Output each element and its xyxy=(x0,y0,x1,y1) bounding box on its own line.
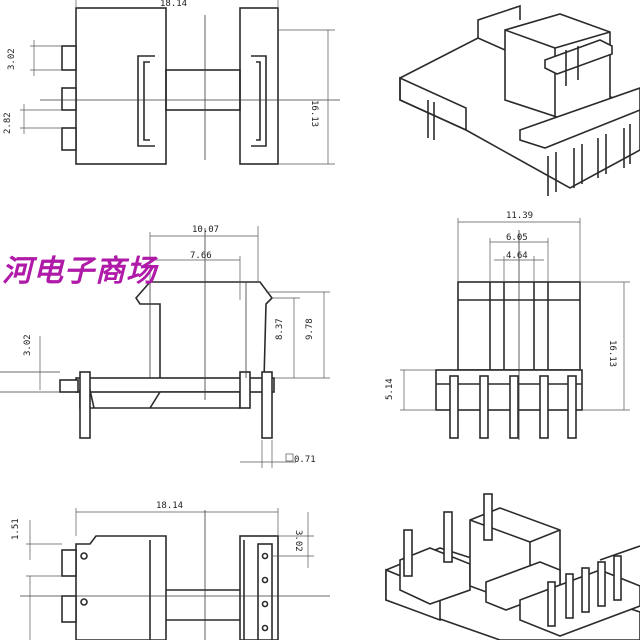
dim-side-width: 10.07 xyxy=(192,225,219,235)
dim-bottom-width: 18.14 xyxy=(156,501,183,511)
bottom-view: 18.14 1.51 3.02 xyxy=(11,501,330,640)
iso-view-top xyxy=(399,4,640,196)
dim-top-width: 18.14 xyxy=(160,0,187,9)
iso-view-bottom xyxy=(385,493,640,640)
dim-front-w3: 4.64 xyxy=(506,251,528,261)
side-view: 10.07 7.66 8.37 9.78 3.02 0.71 xyxy=(0,225,330,468)
dim-front-pin-len: 5.14 xyxy=(385,378,395,400)
dim-bottom-offset: 1.51 xyxy=(11,518,21,540)
dim-side-pin-dia: 0.71 xyxy=(294,455,316,465)
dim-side-inner: 7.66 xyxy=(190,251,212,261)
dim-front-w2: 6.05 xyxy=(506,233,528,243)
dim-top-pin-offset: 3.02 xyxy=(7,48,17,70)
dim-front-width: 11.39 xyxy=(506,211,533,221)
front-view: 11.39 6.05 4.64 16.13 5.14 xyxy=(385,211,630,440)
top-view: 18.14 16.13 3.02 2.82 xyxy=(3,0,340,165)
dim-side-h2: 9.78 xyxy=(305,318,315,340)
dim-top-height: 16.13 xyxy=(309,100,319,127)
dim-bottom-right: 3.02 xyxy=(293,530,303,552)
watermark-text: 河电子商场 xyxy=(2,254,157,289)
dim-side-pin: 3.02 xyxy=(23,334,33,356)
dim-side-h1: 8.37 xyxy=(275,318,285,340)
dim-top-pin-pitch: 2.82 xyxy=(3,112,13,134)
dim-front-height: 16.13 xyxy=(607,340,617,367)
